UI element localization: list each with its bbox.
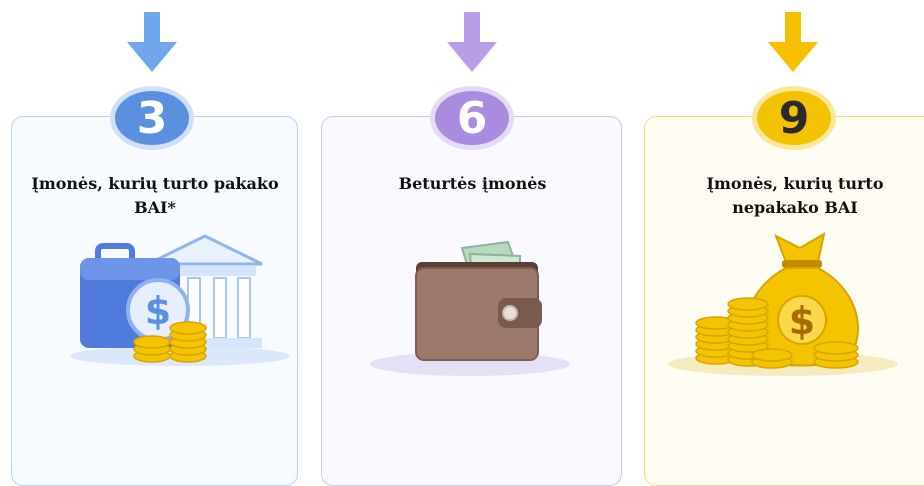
briefcase-bank-coins-icon: $ — [70, 234, 290, 366]
wallet-icon — [370, 240, 570, 376]
panel-title: Beturtės įmonės — [398, 174, 547, 193]
down-arrow-icon — [768, 12, 818, 72]
down-arrow-icon — [447, 12, 497, 72]
panel-title: Įmonės, kurių turto pakako BAI* — [31, 174, 279, 217]
svg-text:$: $ — [789, 299, 815, 343]
panel-card — [644, 116, 924, 486]
panel-1: 3 Įmonės, kurių turto pakako BAI* $ — [0, 0, 320, 486]
step-number-badge: 6 — [430, 86, 514, 150]
svg-text:$: $ — [145, 289, 171, 333]
down-arrow-icon — [127, 12, 177, 72]
money-bag-coins-icon: $ — [668, 231, 898, 376]
panel-3: 9 Įmonės, kurių turto nepakako BAI $ — [640, 0, 924, 486]
step-number-badge: 3 — [110, 86, 194, 150]
panel-title: Įmonės, kurių turto nepakako BAI — [706, 174, 884, 217]
panel-2: 6 Beturtės įmonės — [320, 0, 640, 486]
step-number-badge: 9 — [752, 86, 836, 150]
